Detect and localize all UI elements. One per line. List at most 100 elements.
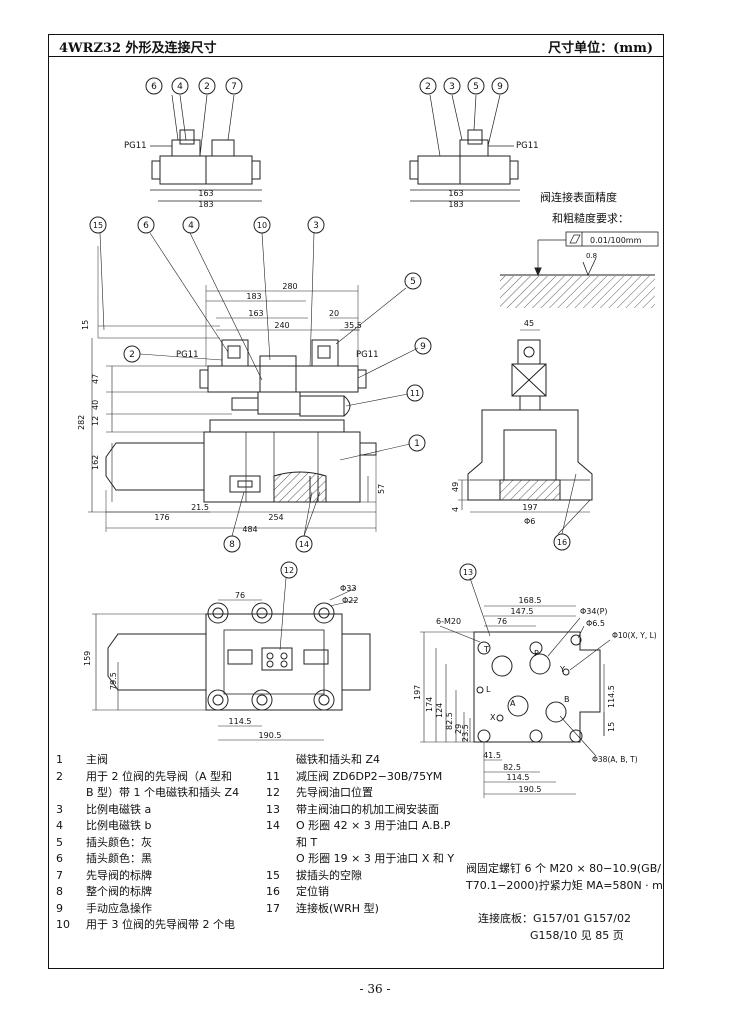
balloon — [223, 535, 241, 553]
bolt-note-line2: T70.1−2000)拧紧力矩 MA=580N · m — [466, 879, 663, 892]
dim-label: 197 — [413, 685, 422, 700]
balloon — [280, 561, 298, 579]
pg-label: PG11 — [356, 350, 379, 360]
balloon — [404, 272, 422, 290]
plate-note-line1: 连接底板：G157/01 G157/02 — [478, 912, 631, 925]
dim-label: 45 — [524, 319, 534, 328]
balloon-label: 10 — [257, 221, 267, 230]
view-side — [458, 329, 593, 535]
plate-note-line2: G158/10 见 85 页 — [530, 929, 624, 942]
balloon — [225, 77, 243, 95]
dim-label: 163 — [198, 189, 213, 198]
balloon-label: 14 — [299, 540, 309, 549]
balloon — [145, 77, 163, 95]
callout: Φ38(A, B, T) — [592, 755, 638, 764]
balloon-label: 5 — [473, 82, 479, 92]
dim-label: 176 — [154, 513, 169, 522]
dim-label: Φ6 — [524, 517, 535, 526]
dim-label: 190.5 — [259, 731, 282, 740]
view-top-left-labels: 6 4 2 7 PG11 163 183 — [124, 77, 243, 209]
balloon — [406, 384, 424, 402]
balloon — [171, 77, 189, 95]
page-title: 4WRZ32 外形及连接尺寸 — [59, 41, 217, 56]
drawing-frame: 4WRZ32 外形及连接尺寸 尺寸单位：(mm) — [48, 34, 664, 969]
balloon — [414, 337, 432, 355]
dim-label: 484 — [242, 525, 257, 534]
pg-label: PG11 — [124, 141, 147, 151]
balloon-label: 11 — [410, 389, 420, 398]
balloon-label: 2 — [204, 82, 210, 92]
dim-label: 183 — [448, 200, 463, 209]
balloon — [89, 216, 107, 234]
balloon — [182, 216, 200, 234]
balloon-label: 12 — [284, 566, 294, 575]
flatness-label: 0.01/100mm — [590, 236, 642, 245]
dim-label: 162 — [91, 455, 100, 470]
surface-spec-line1: 阀连接表面精度 — [540, 190, 617, 204]
callout: Φ6.5 — [586, 619, 605, 628]
balloon — [419, 77, 437, 95]
dim-label: Φ33 — [340, 584, 356, 593]
view-top-right-labels: 2 3 5 9 PG11 163 183 — [419, 77, 539, 209]
dim-label: 40 — [91, 400, 100, 410]
balloon — [295, 535, 313, 553]
dim-label: 21.5 — [191, 503, 209, 512]
view-side-labels: 45 49 4 197 Φ6 16 — [451, 319, 571, 551]
balloon-label: 5 — [410, 277, 416, 287]
pg-label: PG11 — [176, 350, 199, 360]
balloon — [137, 216, 155, 234]
balloon-label: 9 — [420, 342, 426, 352]
balloon — [443, 77, 461, 95]
view-bottom-right-labels: 13 168.5 147.5 76 6-M20 Φ34(P) Φ6.5 Φ10(… — [413, 563, 657, 794]
callout: 6-M20 — [436, 617, 461, 626]
dim-label: 163 — [448, 189, 463, 198]
dim-label: 15 — [81, 320, 90, 330]
roughness-label: 0.8 — [586, 252, 597, 260]
view-main-labels: 15 6 4 10 3 5 2 9 11 1 8 14 PG11 PG11 28… — [77, 216, 432, 553]
view-top-right — [409, 94, 520, 202]
pg-label: PG11 — [516, 141, 539, 151]
dim-label: 47 — [91, 374, 100, 384]
dim-label: 240 — [274, 321, 289, 330]
bolt-note-line1: 阀固定螺钉 6 个 M20 × 80−10.9(GB/ — [466, 862, 661, 875]
dim-label: 79.5 — [109, 672, 118, 690]
dim-label: 168.5 — [519, 596, 542, 605]
dim-label: 35.5 — [344, 321, 362, 330]
dim-label: 159 — [83, 651, 92, 666]
dim-label: 282 — [77, 415, 86, 430]
dim-label: 76 — [235, 591, 245, 600]
balloon — [553, 533, 571, 551]
legend-item: 磁铁和插头和 Z4 — [296, 753, 381, 766]
balloon-label: 4 — [177, 82, 183, 92]
callout: Φ10(X, Y, L) — [612, 631, 657, 640]
dim-label: 82.5 — [445, 712, 454, 730]
page-number: - 36 - — [359, 982, 391, 996]
balloon — [123, 345, 141, 363]
dim-label: 147.5 — [511, 607, 534, 616]
bolt-note: 阀固定螺钉 6 个 M20 × 80−10.9(GB/ T70.1−2000)拧… — [466, 860, 663, 894]
view-bottom-right — [420, 577, 611, 798]
port-label: X — [490, 713, 496, 722]
dim-label: 190.5 — [519, 785, 542, 794]
legend-item: B 型）带 1 个电磁铁和插头 Z4 — [86, 786, 240, 799]
legend-item: 和 T — [296, 835, 318, 849]
dim-label: 174 — [425, 697, 434, 712]
balloon — [459, 563, 477, 581]
dim-label: 114.5 — [229, 717, 252, 726]
dim-label: 76 — [497, 617, 507, 626]
unit-label: 尺寸单位：(mm) — [548, 41, 653, 56]
balloon — [198, 77, 216, 95]
dim-label: 15 — [607, 722, 616, 732]
balloon-label: 9 — [497, 82, 503, 92]
balloon-label: 1 — [414, 439, 420, 449]
